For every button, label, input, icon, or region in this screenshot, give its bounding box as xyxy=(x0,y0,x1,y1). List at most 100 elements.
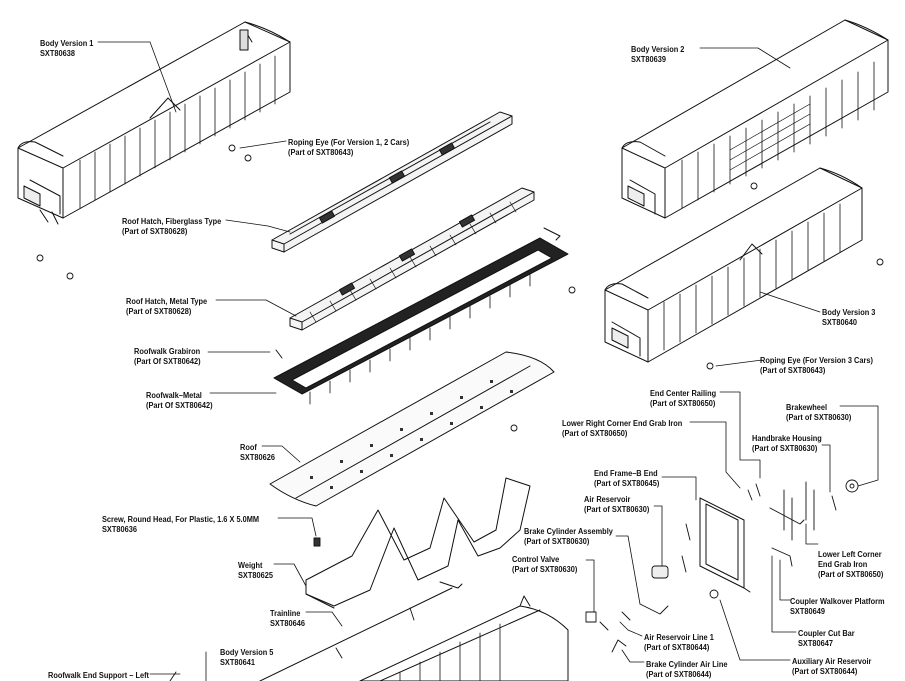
label-part: (Part of SXT80630) xyxy=(512,564,578,574)
label-part: (Part of SXT80644) xyxy=(644,642,710,652)
label-roping-eye-v3: Roping Eye (For Version 3 Cars) (Part of… xyxy=(760,355,873,375)
label-control-valve: Control Valve (Part of SXT80630) xyxy=(512,554,577,574)
roof-hatch-fiberglass-drawing xyxy=(271,111,513,253)
roof-hatch-metal-drawing xyxy=(289,187,535,331)
label-name: Lower Right Corner End Grab Iron xyxy=(562,418,683,428)
label-name: Auxiliary Air Reservoir xyxy=(792,656,872,666)
label-name: Lower Left Corner xyxy=(818,549,882,559)
label-name: Roofwalk Grabiron xyxy=(134,346,201,356)
label-part: (Part of SXT80630) xyxy=(786,412,852,422)
label-name: Roof Hatch, Fiberglass Type xyxy=(122,216,222,226)
label-part: SXT80639 xyxy=(631,54,666,64)
label-part: (Part of SXT80628) xyxy=(122,226,188,236)
label-name: Roping Eye (For Version 1, 2 Cars) xyxy=(288,137,410,147)
label-name: Brake Cylinder Air Line xyxy=(646,659,728,669)
label-brake-cylinder-assembly: Brake Cylinder Assembly (Part of SXT8063… xyxy=(524,526,613,546)
label-roofwalk-metal: Roofwalk–Metal (Part Of SXT80642) xyxy=(146,390,213,410)
label-auxiliary-air-reservoir: Auxiliary Air Reservoir (Part of SXT8064… xyxy=(792,656,871,676)
label-part: SXT80649 xyxy=(790,606,825,616)
label-part: (Part Of SXT80642) xyxy=(134,356,201,366)
label-roof-hatch-fiberglass: Roof Hatch, Fiberglass Type (Part of SXT… xyxy=(122,216,221,236)
label-part: SXT80646 xyxy=(270,618,305,628)
label-part: (Part of SXT80644) xyxy=(646,669,712,679)
label-coupler-walkover: Coupler Walkover Platform SXT80649 xyxy=(790,596,885,616)
roof-drawing xyxy=(269,351,555,507)
label-trainline: Trainline SXT80646 xyxy=(270,608,305,628)
label-part: SXT80625 xyxy=(238,570,273,580)
label-roofwalk-end-support: Roofwalk End Support – Left xyxy=(48,670,149,680)
label-name: Body Version 1 xyxy=(40,38,94,48)
label-name: Coupler Cut Bar xyxy=(798,628,855,638)
label-roping-eye-v12: Roping Eye (For Version 1, 2 Cars) (Part… xyxy=(288,137,409,157)
label-roofwalk-grabiron: Roofwalk Grabiron (Part Of SXT80642) xyxy=(134,346,201,366)
label-part: (Part of SXT80644) xyxy=(792,666,858,676)
label-name: Roof Hatch, Metal Type xyxy=(126,296,208,306)
body-version-2-drawing xyxy=(621,19,889,219)
label-part: (Part Of SXT80642) xyxy=(146,400,213,410)
label-screw: Screw, Round Head, For Plastic, 1.6 X 5.… xyxy=(102,514,259,534)
label-body-version-1: Body Version 1 SXT80638 xyxy=(40,38,93,58)
label-name: Screw, Round Head, For Plastic, 1.6 X 5.… xyxy=(102,514,260,524)
label-part: (Part of SXT80650) xyxy=(562,428,628,438)
label-name: Body Version 3 xyxy=(822,307,876,317)
label-brakewheel: Brakewheel (Part of SXT80630) xyxy=(786,402,851,422)
trainline-drawing xyxy=(259,581,463,681)
label-part: (Part of SXT80643) xyxy=(288,147,354,157)
label-brake-cylinder-air-line: Brake Cylinder Air Line (Part of SXT8064… xyxy=(646,659,727,679)
label-part: SXT80641 xyxy=(220,657,255,667)
label-name: Brake Cylinder Assembly xyxy=(524,526,613,536)
label-name: Air Reservoir xyxy=(584,494,631,504)
label-name: Coupler Walkover Platform xyxy=(790,596,885,606)
label-name: Handbrake Housing xyxy=(752,433,822,443)
label-name-line2: End Grab Iron xyxy=(818,559,868,569)
body-version-5-drawing xyxy=(359,595,569,681)
label-roof: Roof SXT80626 xyxy=(240,442,275,462)
label-weight: Weight SXT80625 xyxy=(238,560,273,580)
label-coupler-cut-bar: Coupler Cut Bar SXT80647 xyxy=(798,628,855,648)
label-part: SXT80647 xyxy=(798,638,833,648)
roofwalk-metal-drawing xyxy=(273,227,569,405)
body-version-3-drawing xyxy=(604,167,863,363)
label-name: Control Valve xyxy=(512,554,560,564)
label-name: Roping Eye (For Version 3 Cars) xyxy=(760,355,873,365)
label-name: End Frame–B End xyxy=(594,468,658,478)
label-body-version-3: Body Version 3 SXT80640 xyxy=(822,307,875,327)
label-lower-right-grab: Lower Right Corner End Grab Iron (Part o… xyxy=(562,418,682,438)
label-part: (Part of SXT80630) xyxy=(752,443,818,453)
label-name: Roof xyxy=(240,442,257,452)
label-name: Roofwalk End Support – Left xyxy=(48,670,150,680)
label-air-reservoir-line: Air Reservoir Line 1 (Part of SXT80644) xyxy=(644,632,714,652)
label-part: SXT80626 xyxy=(240,452,275,462)
body-version-1-drawing xyxy=(17,21,291,225)
label-part: (Part of SXT80630) xyxy=(584,504,650,514)
label-roof-hatch-metal: Roof Hatch, Metal Type (Part of SXT80628… xyxy=(126,296,207,316)
label-name: Weight xyxy=(238,560,263,570)
label-body-version-2: Body Version 2 SXT80639 xyxy=(631,44,684,64)
label-name: Brakewheel xyxy=(786,402,828,412)
end-frame-b-drawing xyxy=(699,497,751,593)
label-part: SXT80636 xyxy=(102,524,137,534)
label-part: (Part of SXT80650) xyxy=(650,398,716,408)
label-name: Body Version 5 xyxy=(220,647,274,657)
label-part: (Part of SXT80650) xyxy=(818,569,884,579)
label-lower-left-grab: Lower Left Corner End Grab Iron (Part of… xyxy=(818,549,883,579)
label-part: (Part of SXT80628) xyxy=(126,306,192,316)
label-part: SXT80638 xyxy=(40,48,75,58)
label-part: SXT80640 xyxy=(822,317,857,327)
label-name: Body Version 2 xyxy=(631,44,685,54)
label-name: End Center Railing xyxy=(650,388,717,398)
label-name: Air Reservoir Line 1 xyxy=(644,632,714,642)
label-end-frame-b: End Frame–B End (Part of SXT80645) xyxy=(594,468,659,488)
label-part: (Part of SXT80645) xyxy=(594,478,660,488)
label-end-center-railing: End Center Railing (Part of SXT80650) xyxy=(650,388,716,408)
weight-drawing xyxy=(305,477,531,609)
small-parts-drawing xyxy=(36,144,884,681)
label-handbrake-housing: Handbrake Housing (Part of SXT80630) xyxy=(752,433,822,453)
label-name: Trainline xyxy=(270,608,301,618)
label-air-reservoir: Air Reservoir (Part of SXT80630) xyxy=(584,494,649,514)
label-part: (Part of SXT80643) xyxy=(760,365,826,375)
label-body-version-5: Body Version 5 SXT80641 xyxy=(220,647,273,667)
leader-lines xyxy=(97,41,879,681)
label-name: Roofwalk–Metal xyxy=(146,390,202,400)
